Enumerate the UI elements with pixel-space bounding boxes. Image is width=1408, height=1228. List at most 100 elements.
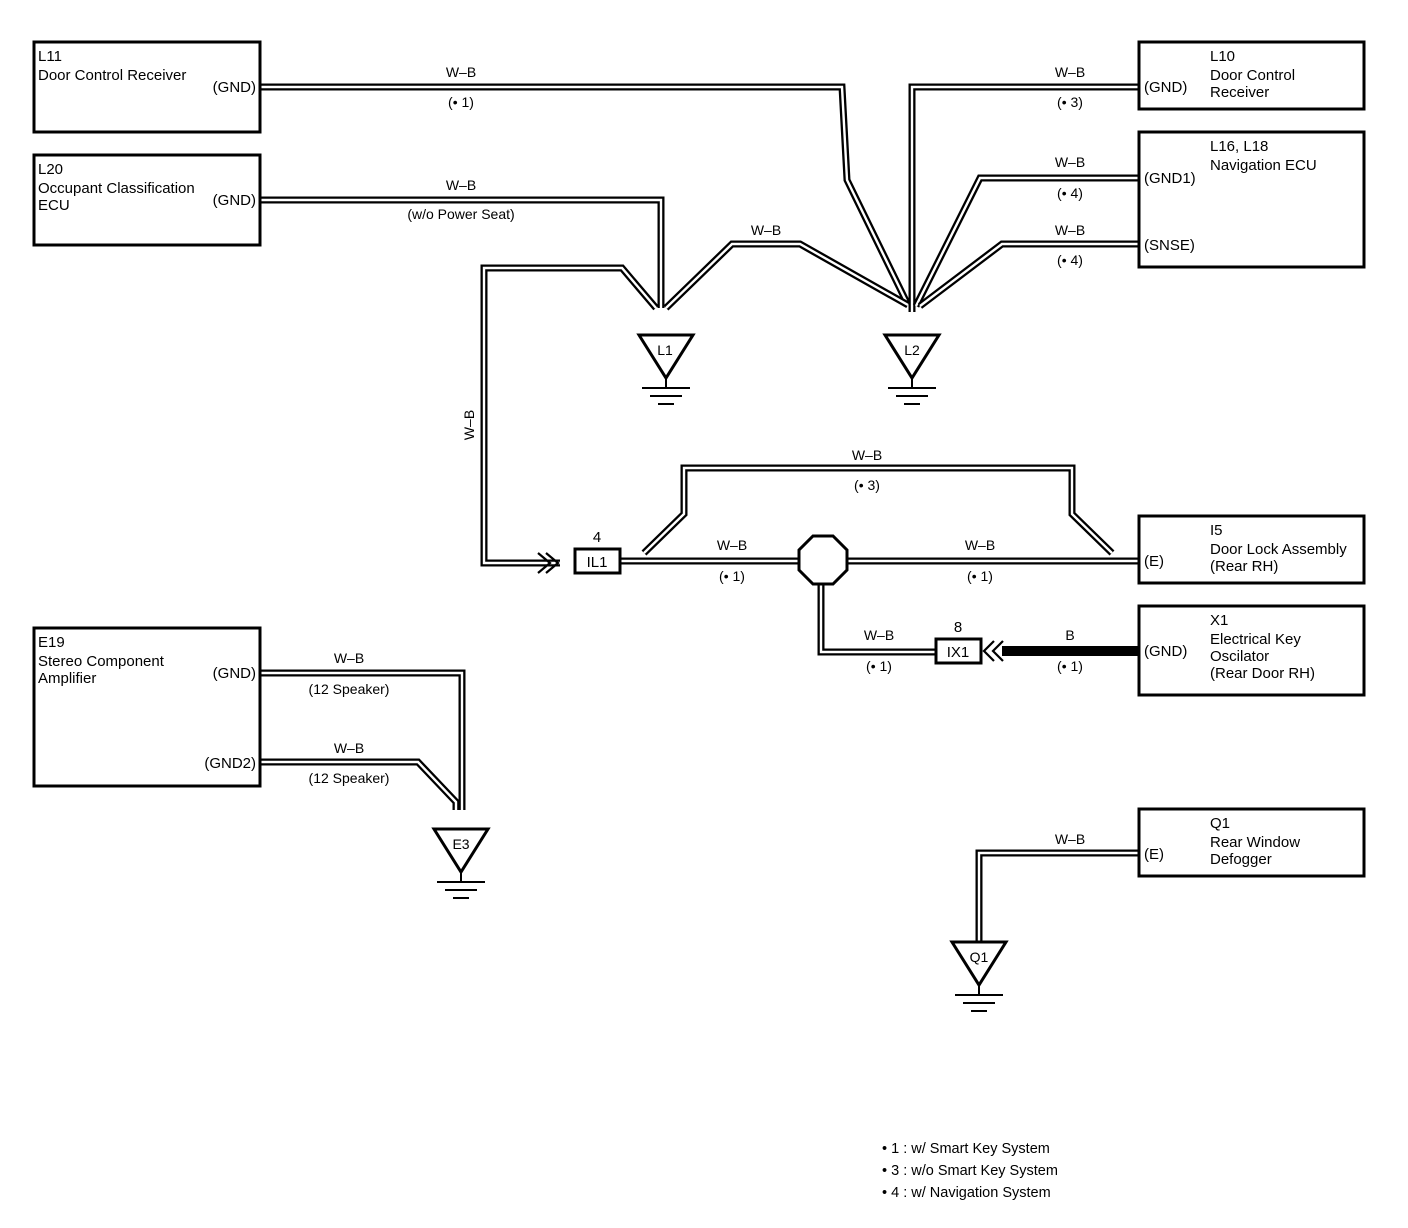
wire-q1-color: W–B (1055, 831, 1085, 847)
component-l11-pin: (GND) (213, 79, 256, 96)
wire-l20-color: W–B (446, 177, 476, 193)
wire-left-vertical-color: W–B (461, 410, 477, 440)
component-x1-name-1: Electrical Key (1210, 631, 1301, 648)
wire-e19-gnd-color: W–B (334, 650, 364, 666)
component-l20-name-1: Occupant Classification (38, 180, 195, 197)
arrow-ix1 (982, 640, 1004, 662)
connector-ix1: IX1 8 (934, 619, 983, 665)
wire-l1-to-il1 (480, 264, 659, 567)
component-q1: Q1 Rear Window Defogger (E) (1137, 807, 1366, 878)
connector-il1-label: IL1 (587, 554, 608, 571)
wire-l10-cond: (• 3) (1057, 94, 1083, 110)
wire-junction-i5-cond: (• 1) (967, 568, 993, 584)
ground-l1-label: L1 (657, 342, 673, 358)
wire-l11-to-l2 (260, 83, 912, 307)
component-l10: L10 Door Control Receiver (GND) (1137, 40, 1366, 111)
wire-l11-color: W–B (446, 64, 476, 80)
wire-l1l2-color: W–B (751, 222, 781, 238)
component-e19: E19 Stereo Component Amplifier (GND) (GN… (32, 626, 262, 788)
wire-e19-gnd2-color: W–B (334, 740, 364, 756)
wire-layer (260, 83, 1140, 942)
wire-e19-gnd-to-e3 (260, 669, 466, 810)
ground-l2: L2 (882, 333, 942, 405)
connector-il1-pin: 4 (593, 529, 601, 546)
component-q1-name-1: Rear Window (1210, 834, 1300, 851)
component-l16-name: Navigation ECU (1210, 157, 1317, 174)
wire-il1-junction-color: W–B (717, 537, 747, 553)
wire-l10-color: W–B (1055, 64, 1085, 80)
connector-il1: IL1 4 (573, 529, 622, 575)
wire-junction-ix1-cond: (• 1) (866, 658, 892, 674)
component-i5-pin: (E) (1144, 553, 1164, 570)
arrow-il1 (537, 552, 560, 574)
component-e19-pin-gnd2: (GND2) (204, 755, 256, 772)
component-l20-name-2: ECU (38, 197, 70, 214)
component-x1-code: X1 (1210, 612, 1228, 629)
component-l16-pin-snse: (SNSE) (1144, 237, 1195, 254)
wire-top-loop (641, 464, 1115, 556)
component-l20: L20 Occupant Classification ECU (GND) (32, 153, 262, 247)
wire-e19-gnd2-cond: (12 Speaker) (309, 770, 390, 786)
component-e19-pin-gnd: (GND) (213, 665, 256, 682)
component-i5-name-1: Door Lock Assembly (1210, 541, 1347, 558)
ground-q1-label: Q1 (970, 949, 989, 965)
wire-l11-cond: (• 1) (448, 94, 474, 110)
wire-gnd1-to-l2 (912, 174, 1140, 308)
wire-snse-color: W–B (1055, 222, 1085, 238)
component-i5-name-2: (Rear RH) (1210, 558, 1278, 575)
component-x1-name-3: (Rear Door RH) (1210, 665, 1315, 682)
component-x1-name-2: Oscilator (1210, 648, 1269, 665)
ground-l2-label: L2 (904, 342, 920, 358)
legend-item: • 4 : w/ Navigation System (882, 1185, 1051, 1201)
junction-splice (797, 534, 849, 586)
component-l10-code: L10 (1210, 48, 1235, 65)
component-e19-name-2: Amplifier (38, 670, 96, 687)
wire-q1 (975, 849, 1140, 942)
wire-top-loop-cond: (• 3) (854, 477, 880, 493)
ground-e3-label: E3 (452, 836, 469, 852)
wire-junction-to-ix1 (817, 580, 936, 656)
legend: • 1 : w/ Smart Key System • 3 : w/o Smar… (882, 1141, 1058, 1201)
wire-l20-cond: (w/o Power Seat) (407, 206, 514, 222)
wire-il1-junction-cond: (• 1) (719, 568, 745, 584)
component-q1-code: Q1 (1210, 815, 1230, 832)
component-l20-code: L20 (38, 161, 63, 178)
wire-e19-gnd-cond: (12 Speaker) (309, 681, 390, 697)
wire-gnd1-cond: (• 4) (1057, 185, 1083, 201)
component-l11: L11 Door Control Receiver (GND) (32, 40, 262, 134)
wire-l20-to-l1 (260, 196, 665, 308)
connector-ix1-label: IX1 (947, 644, 970, 661)
ground-l1: L1 (636, 333, 696, 405)
wire-junction-i5-color: W–B (965, 537, 995, 553)
component-l16-l18: L16, L18 Navigation ECU (GND1) (SNSE) (1137, 130, 1366, 269)
legend-item: • 3 : w/o Smart Key System (882, 1163, 1058, 1179)
ground-q1: Q1 (949, 940, 1009, 1012)
wire-gnd1-color: W–B (1055, 154, 1085, 170)
wire-e19-gnd2-to-e3 (260, 758, 460, 810)
wire-x1-color: B (1065, 627, 1074, 643)
component-l16-pin-gnd1: (GND1) (1144, 170, 1196, 187)
wire-x1-cond: (• 1) (1057, 658, 1083, 674)
ground-e3: E3 (431, 827, 491, 899)
connector-ix1-pin: 8 (954, 619, 962, 636)
wire-top-loop-color: W–B (852, 447, 882, 463)
wire-l1-to-l2 (663, 240, 910, 311)
wire-junction-ix1-color: W–B (864, 627, 894, 643)
component-l20-pin: (GND) (213, 192, 256, 209)
legend-item: • 1 : w/ Smart Key System (882, 1141, 1050, 1157)
component-l11-code: L11 (38, 48, 62, 65)
component-l10-pin: (GND) (1144, 79, 1187, 96)
component-i5: I5 Door Lock Assembly (Rear RH) (E) (1137, 514, 1366, 585)
component-q1-name-2: Defogger (1210, 851, 1272, 868)
component-i5-code: I5 (1210, 522, 1223, 539)
component-l10-name-2: Receiver (1210, 84, 1269, 101)
component-e19-name-1: Stereo Component (38, 653, 165, 670)
component-l11-name: Door Control Receiver (38, 67, 186, 84)
component-q1-pin: (E) (1144, 846, 1164, 863)
component-l16-code: L16, L18 (1210, 138, 1268, 155)
wire-l10-to-l2 (908, 83, 1140, 312)
component-e19-code: E19 (38, 634, 65, 651)
component-l10-name-1: Door Control (1210, 67, 1295, 84)
wire-snse-to-l2 (917, 240, 1140, 309)
